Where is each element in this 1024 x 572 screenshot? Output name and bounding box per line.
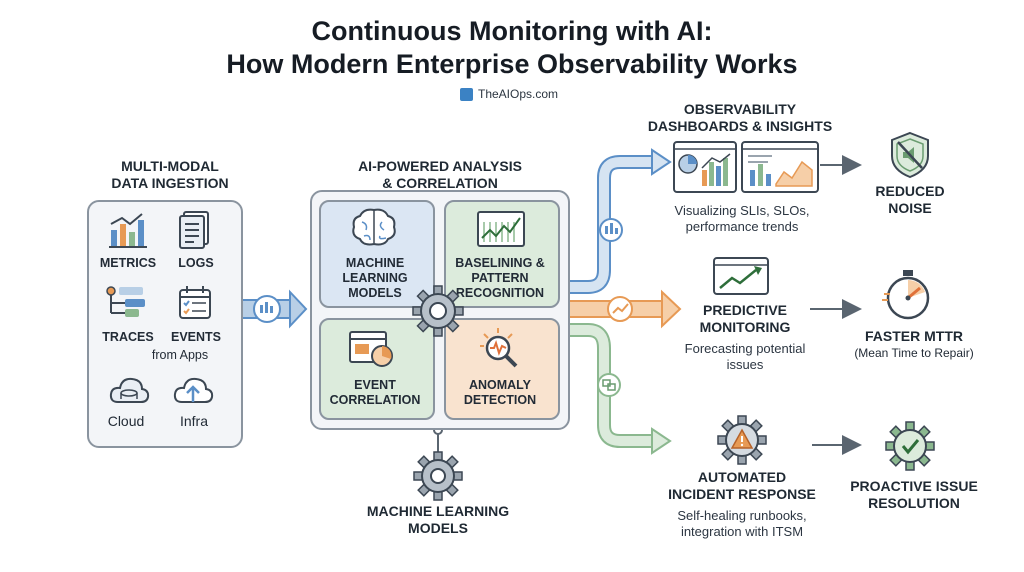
reduced-noise-label: REDUCED NOISE (875, 183, 945, 216)
brand-logo-icon (460, 88, 473, 101)
calendar-icon (179, 286, 211, 319)
analysis-heading: AI-POWERED ANALYSIS & CORRELATION (358, 158, 522, 191)
events-label: EVENTS (170, 330, 221, 344)
infra-label: Infra (179, 413, 208, 429)
ml-gear-icon (413, 451, 463, 501)
page-title-line1: Continuous Monitoring with AI: (311, 16, 713, 46)
from-apps-label: from Apps (151, 348, 209, 362)
event-correlation-label: EVENT CORRELATION (329, 378, 421, 407)
bar-chart-icon (109, 213, 147, 248)
predictive-heading: PREDICTIVE MONITORING (699, 302, 791, 335)
analysis-to-dashboards-arrow (567, 148, 672, 294)
mttr-sub-label: (Mean Time to Repair) (854, 346, 974, 360)
cloud-icon (109, 377, 150, 403)
analysis-to-predictive-arrow (566, 289, 682, 329)
baselining-label: BASELINING & PATTERN RECOGNITION (455, 256, 545, 300)
metrics-label: METRICS (99, 256, 157, 270)
anomaly-detection-cell (444, 318, 560, 420)
stopwatch-icon (882, 270, 930, 320)
ingestion-heading: MULTI-MODAL DATA INGESTION (111, 158, 229, 191)
faster-mttr-label: FASTER MTTR (865, 328, 963, 344)
page-title-line2: How Modern Enterprise Observability Work… (226, 49, 798, 79)
traces-label: TRACES (102, 330, 154, 344)
proactive-resolution-label: PROACTIVE ISSUE RESOLUTION (850, 478, 978, 511)
ml-models-cell (319, 200, 435, 308)
brand: TheAIOps.com (460, 87, 620, 103)
ingestion-to-analysis-arrow (239, 289, 308, 329)
logs-label: LOGS (178, 256, 214, 270)
line-chart-icon (477, 211, 525, 247)
shield-icon (891, 131, 929, 179)
dashboards-heading: OBSERVABILITY DASHBOARDS & INSIGHTS (647, 101, 833, 134)
magnifier-icon (480, 328, 518, 368)
flow-icon (106, 286, 145, 317)
cloud-label: Cloud (107, 413, 145, 429)
predictive-desc: Forecasting potential issues (684, 341, 806, 372)
upload-cloud-icon (173, 377, 214, 403)
anomaly-detection-label: ANOMALY DETECTION (463, 378, 537, 407)
window-chart-icon (349, 331, 393, 367)
ml-models-label: MACHINE LEARNING MODELS (342, 256, 408, 300)
brain-icon (352, 208, 396, 246)
incident-heading: AUTOMATED INCIDENT RESPONSE (668, 469, 816, 502)
dashboards-desc: Visualizing SLIs, SLOs, performance tren… (674, 203, 810, 234)
dashboard-screens-icon (673, 141, 819, 193)
incident-desc: Self-healing runbooks, integration with … (677, 508, 807, 539)
gear-icon (412, 285, 464, 337)
ml-models-bottom-label: MACHINE LEARNING MODELS (366, 503, 510, 536)
predictive-chart-icon (713, 257, 769, 295)
brand-text: TheAIOps.com (478, 87, 559, 101)
check-gear-icon (885, 421, 935, 471)
document-icon (179, 211, 209, 249)
warning-gear-icon (717, 415, 767, 465)
analysis-to-incident-arrow (567, 323, 672, 455)
